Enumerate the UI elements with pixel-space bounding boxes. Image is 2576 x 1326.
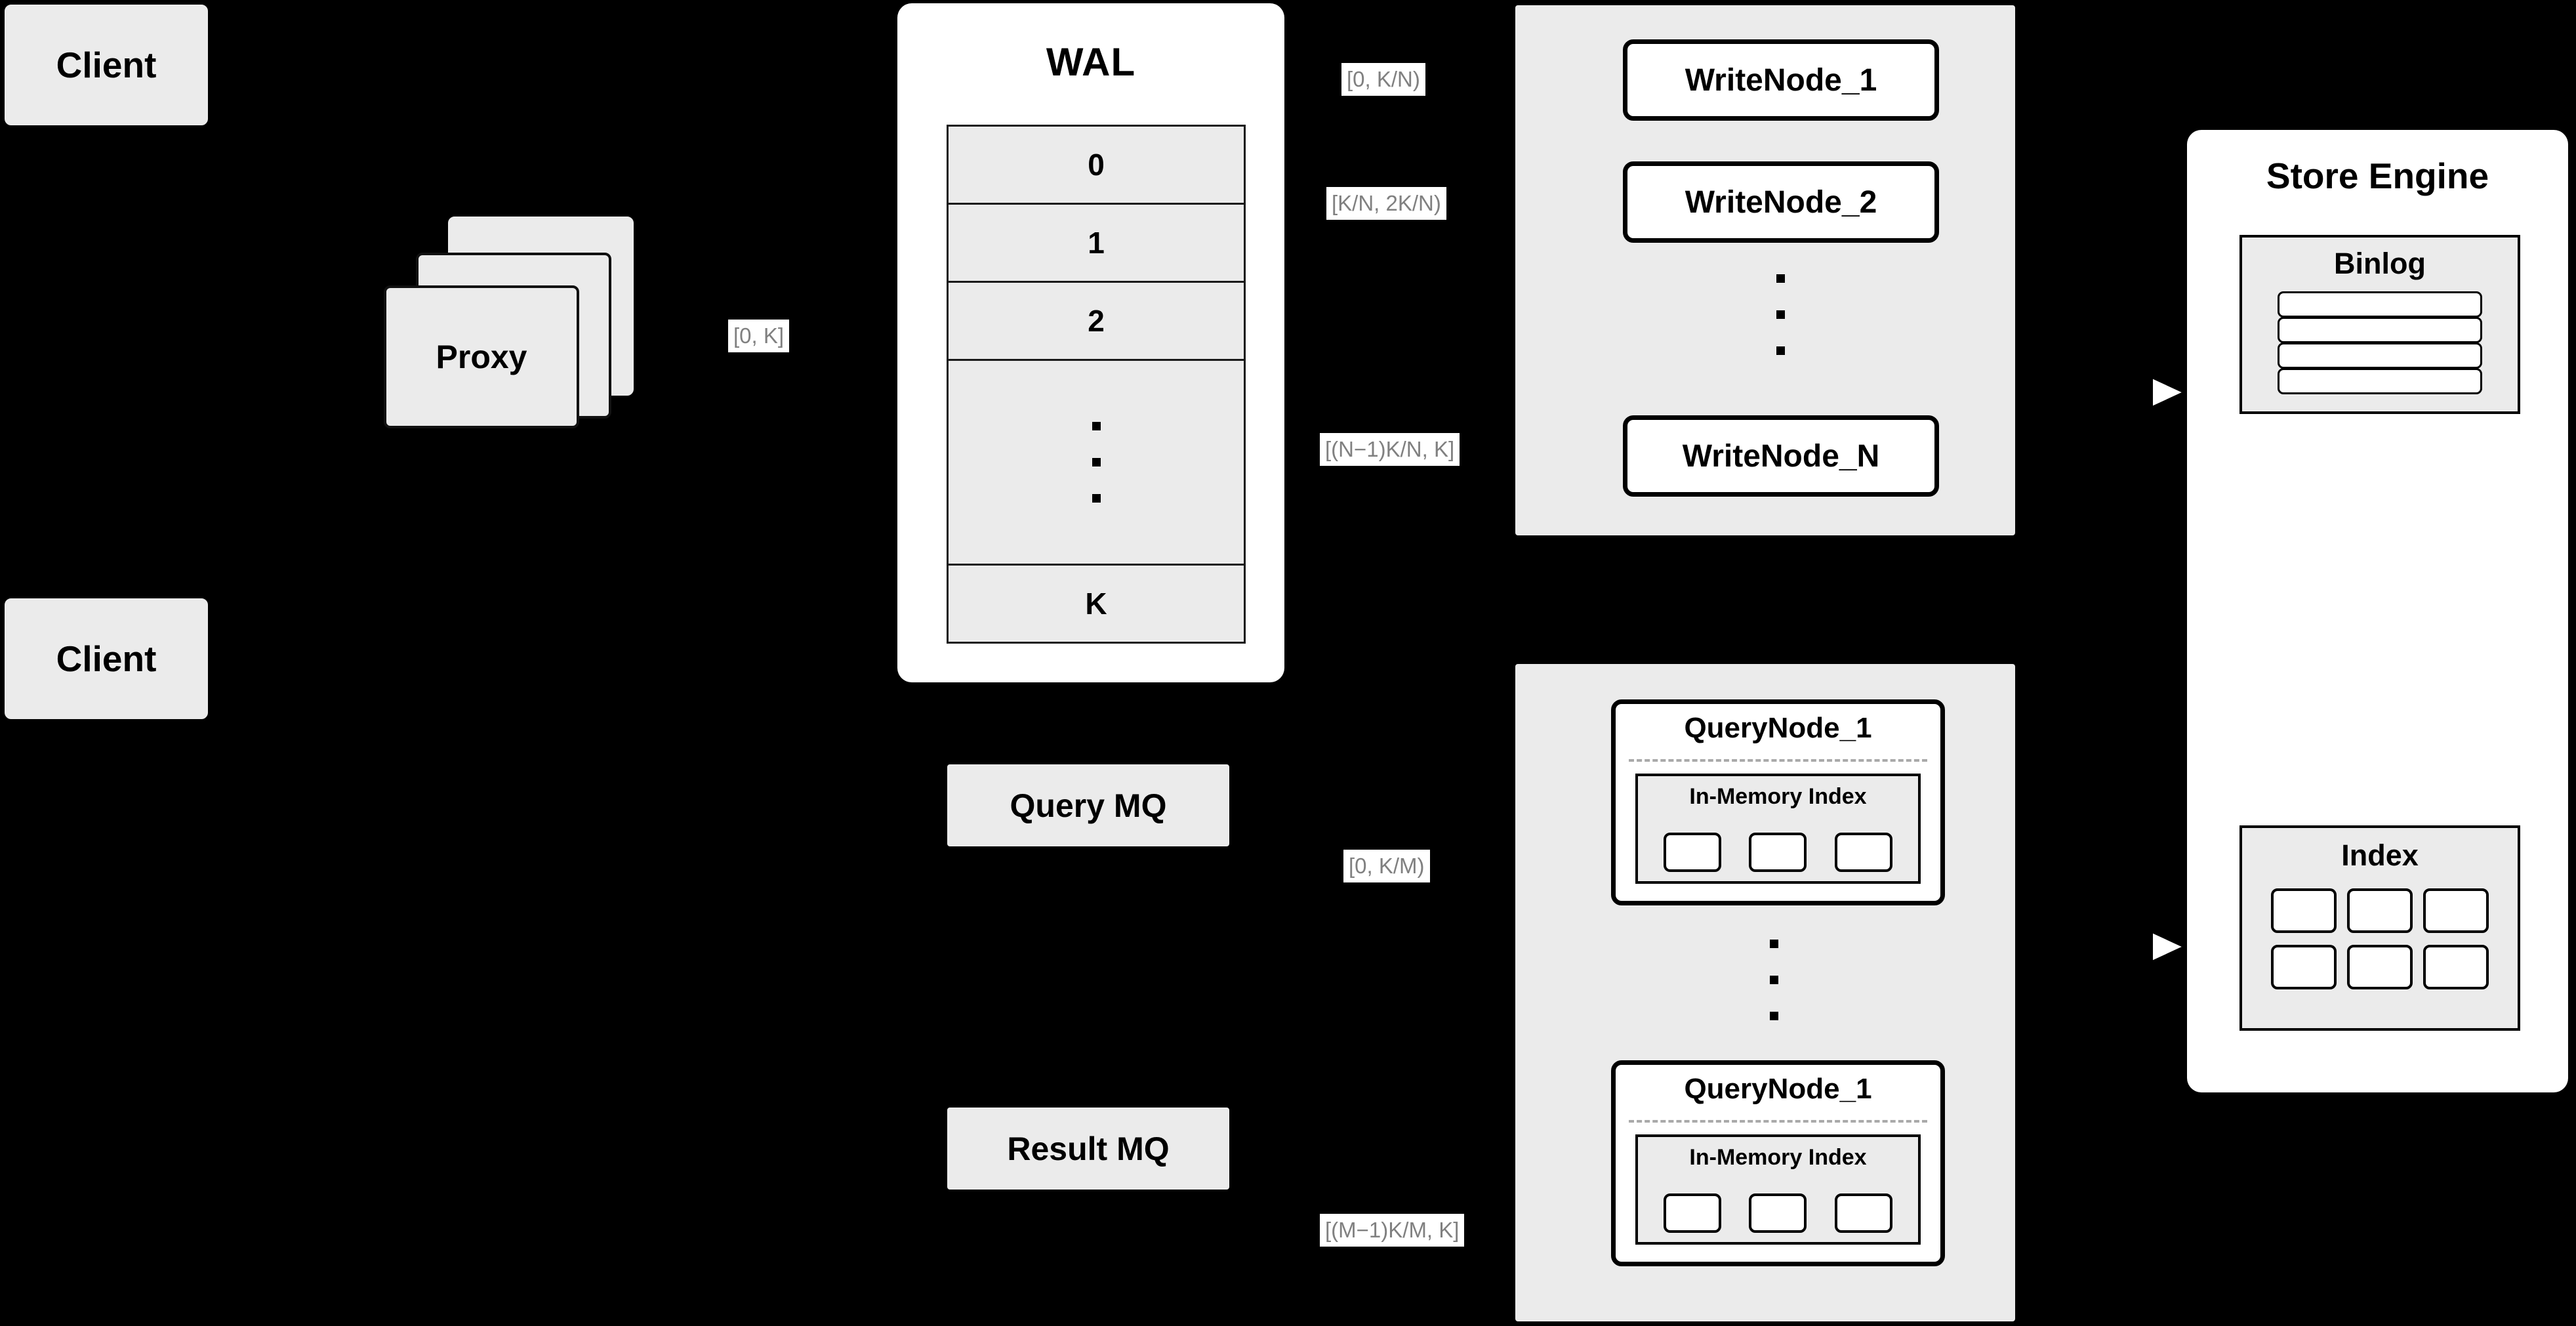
query-node-m-title: QueryNode_1 — [1684, 1073, 1872, 1105]
client-node-1[interactable]: Client — [5, 5, 208, 125]
wal-row-ellipsis — [949, 361, 1244, 566]
index-segment — [1664, 833, 1722, 872]
query-node-1-title: QueryNode_1 — [1684, 712, 1872, 744]
write-node-1-label: WriteNode_1 — [1685, 62, 1877, 98]
binlog-entry — [2278, 342, 2482, 369]
store-engine-panel: Store Engine Binlog Index — [2187, 130, 2568, 1092]
binlog-entry — [2278, 368, 2482, 394]
index-cell-grid — [2271, 888, 2489, 989]
query-mq-node[interactable]: Query MQ — [947, 764, 1229, 846]
in-memory-index-1-title: In-Memory Index — [1689, 784, 1867, 809]
index-cell — [2271, 945, 2337, 989]
write-node-n-label: WriteNode_N — [1682, 438, 1880, 474]
in-memory-index-m: In-Memory Index — [1635, 1134, 1921, 1245]
wal-row-label: 0 — [1088, 148, 1105, 182]
binlog-entry — [2278, 291, 2482, 318]
store-engine-title: Store Engine — [2266, 155, 2489, 196]
wal-row-label: 1 — [1088, 226, 1105, 260]
client-node-1-label: Client — [56, 45, 157, 85]
range-label-write-node-n: [(N−1)K/N, K] — [1320, 433, 1460, 466]
in-memory-index-1-segments — [1650, 833, 1906, 872]
write-node-2-label: WriteNode_2 — [1685, 184, 1877, 220]
binlog-entry — [2278, 317, 2482, 343]
index-panel: Index — [2239, 825, 2520, 1031]
index-segment — [1749, 833, 1807, 872]
proxy-label: Proxy — [436, 339, 527, 375]
write-node-n[interactable]: WriteNode_N — [1623, 415, 1939, 497]
query-node-1[interactable]: QueryNode_1 In-Memory Index — [1611, 699, 1945, 905]
query-node-1-divider — [1629, 759, 1927, 762]
wal-row: 0 — [949, 127, 1244, 205]
arrow-head-to-index — [2149, 927, 2192, 968]
query-mq-label: Query MQ — [1010, 787, 1167, 824]
client-node-2[interactable]: Client — [5, 598, 208, 719]
wal-row: 1 — [949, 205, 1244, 283]
client-node-2-label: Client — [56, 638, 157, 679]
arrow-head-to-binlog — [2149, 373, 2192, 414]
index-segment — [1834, 833, 1892, 872]
proxy-stack[interactable]: Proxy — [384, 217, 692, 443]
arrow-line-to-binlog — [2109, 390, 2181, 394]
query-node-m-divider — [1629, 1120, 1927, 1123]
range-label-write-node-1: [0, K/N) — [1341, 63, 1425, 96]
wal-row-label: K — [1085, 587, 1107, 621]
index-cell — [2423, 888, 2489, 933]
binlog-entry-list — [2278, 291, 2482, 394]
vertical-ellipsis-icon — [1092, 422, 1101, 503]
index-cell — [2271, 888, 2337, 933]
wal-row: 2 — [949, 283, 1244, 361]
wal-title: WAL — [1046, 40, 1136, 84]
wal-row: K — [949, 566, 1244, 642]
query-node-m[interactable]: QueryNode_1 In-Memory Index — [1611, 1060, 1945, 1266]
index-cell — [2347, 888, 2413, 933]
result-mq-node[interactable]: Result MQ — [947, 1108, 1229, 1190]
write-node-1[interactable]: WriteNode_1 — [1623, 39, 1939, 121]
wal-entry-table: 0 1 2 K — [947, 125, 1246, 644]
index-segment — [1749, 1193, 1807, 1233]
write-node-2[interactable]: WriteNode_2 — [1623, 161, 1939, 243]
write-node-vertical-ellipsis-icon — [1776, 274, 1785, 355]
arrow-line-to-index — [2109, 945, 2181, 948]
in-memory-index-m-segments — [1650, 1193, 1906, 1233]
wal-row-label: 2 — [1088, 304, 1105, 338]
index-segment — [1664, 1193, 1722, 1233]
index-title: Index — [2341, 839, 2419, 872]
in-memory-index-m-title: In-Memory Index — [1689, 1145, 1867, 1170]
query-node-vertical-ellipsis-icon — [1770, 940, 1778, 1020]
range-label-proxy-to-wal: [0, K] — [728, 320, 790, 352]
range-label-query-node-1: [0, K/M) — [1343, 850, 1430, 882]
proxy-node[interactable]: Proxy — [384, 285, 579, 428]
binlog-panel: Binlog — [2239, 235, 2520, 414]
binlog-title: Binlog — [2334, 247, 2426, 280]
wal-panel: WAL 0 1 2 K — [897, 3, 1284, 682]
index-cell — [2423, 945, 2489, 989]
write-node-group: WriteNode_1 WriteNode_2 WriteNode_N — [1515, 5, 2015, 535]
result-mq-label: Result MQ — [1007, 1130, 1170, 1167]
in-memory-index-1: In-Memory Index — [1635, 774, 1921, 884]
index-segment — [1834, 1193, 1892, 1233]
range-label-write-node-2: [K/N, 2K/N) — [1326, 187, 1446, 220]
query-node-group: QueryNode_1 In-Memory Index QueryNode_1 … — [1515, 664, 2015, 1321]
index-cell — [2347, 945, 2413, 989]
range-label-query-node-m: [(M−1)K/M, K] — [1320, 1214, 1465, 1247]
